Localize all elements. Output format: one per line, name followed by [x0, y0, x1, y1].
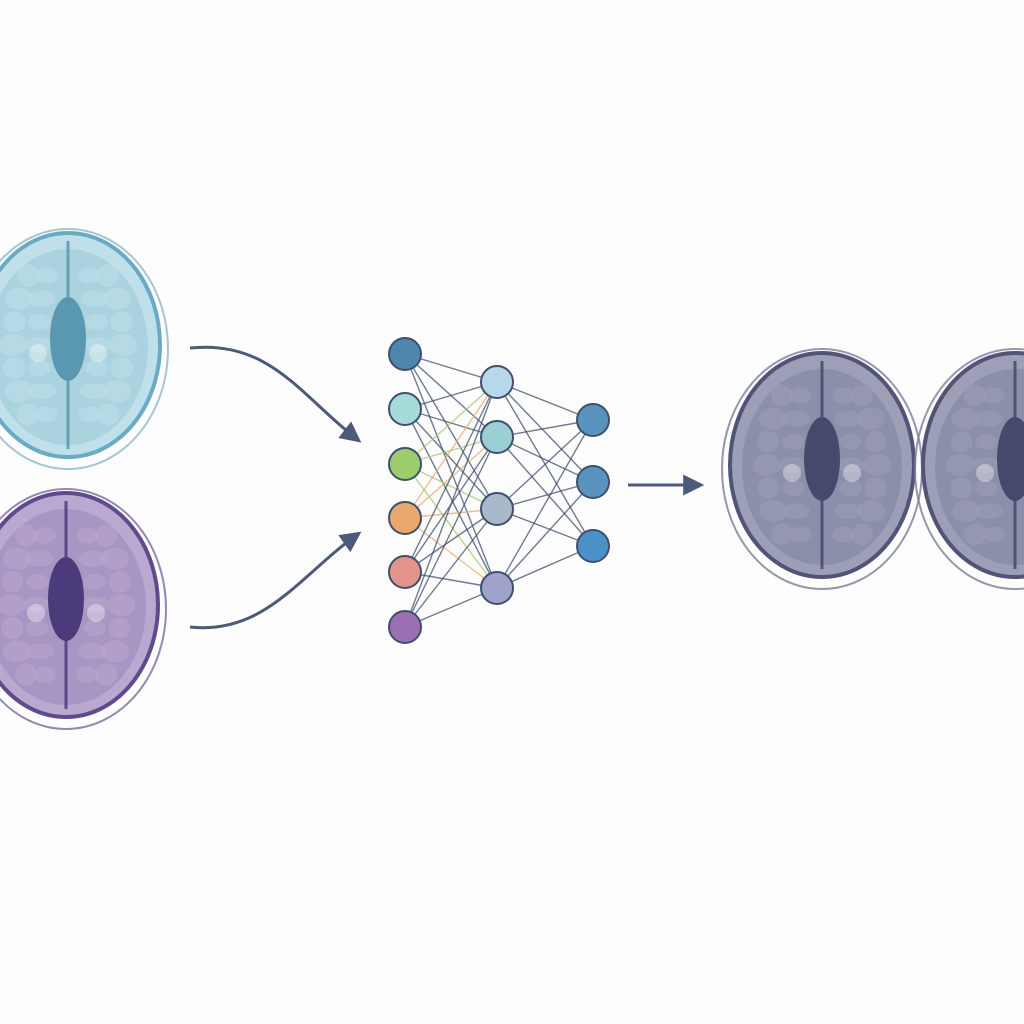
- output-scan-1: [721, 348, 923, 590]
- network-edge: [404, 381, 498, 628]
- network-edge: [404, 381, 498, 519]
- network-edge: [496, 481, 594, 589]
- network-nodes: [388, 337, 610, 644]
- network-edge: [404, 517, 498, 589]
- network-edge: [404, 463, 498, 510]
- network-node-layer-3-1: [576, 403, 610, 437]
- network-edge: [496, 419, 594, 510]
- network-node-layer-2-4: [480, 571, 514, 605]
- network-edge: [496, 381, 594, 421]
- network-edge: [496, 381, 594, 483]
- network-edge: [404, 436, 498, 628]
- network-edge: [404, 381, 498, 573]
- network-edge: [404, 381, 498, 465]
- network-node-layer-2-2: [480, 420, 514, 454]
- output-scan-2: [914, 348, 1024, 590]
- network-edge: [404, 353, 498, 510]
- network-edge: [404, 353, 498, 589]
- arrow-top-input-to-network: [189, 345, 362, 443]
- flow-arrows: [189, 345, 705, 630]
- network-node-layer-1-4: [388, 501, 422, 535]
- network-edge: [496, 419, 594, 589]
- network-edge: [404, 408, 498, 510]
- network-node-layer-1-3: [388, 447, 422, 481]
- network-edge: [404, 463, 498, 589]
- network-node-layer-1-1: [388, 337, 422, 371]
- network-edge: [496, 436, 594, 547]
- brain-scans: [0, 228, 1024, 730]
- network-node-layer-1-5: [388, 555, 422, 589]
- network-node-layer-2-3: [480, 492, 514, 526]
- network-node-layer-3-3: [576, 529, 610, 563]
- input-scan-blue: [0, 228, 169, 470]
- neural-network: [388, 337, 610, 644]
- network-node-layer-1-2: [388, 392, 422, 426]
- network-edge: [496, 545, 594, 589]
- network-edge: [496, 508, 594, 547]
- network-edge: [404, 508, 498, 573]
- network-node-layer-1-6: [388, 610, 422, 644]
- network-edge: [404, 508, 498, 628]
- arrow-bottom-input-to-network: [189, 531, 362, 630]
- network-node-layer-3-2: [576, 465, 610, 499]
- network-edge: [404, 408, 498, 589]
- input-scan-purple: [0, 488, 167, 730]
- network-node-layer-2-1: [480, 365, 514, 399]
- network-edge: [496, 436, 594, 483]
